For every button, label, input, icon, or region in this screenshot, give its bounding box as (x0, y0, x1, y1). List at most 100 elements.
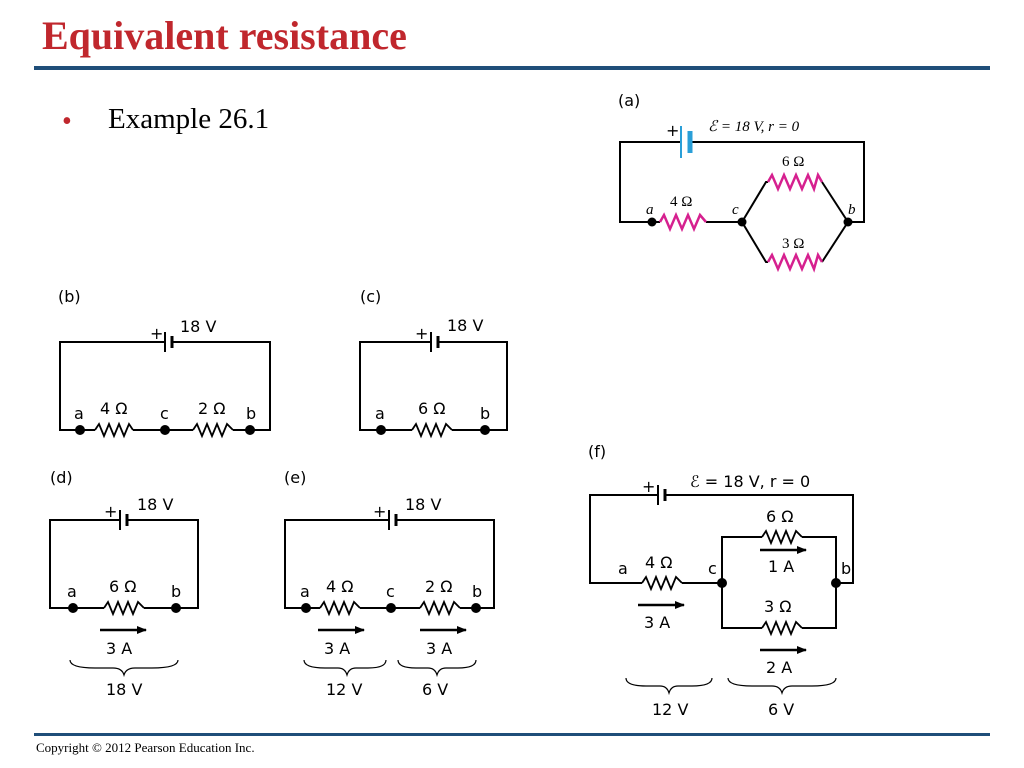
panel-f-node-a: a (618, 559, 628, 578)
panel-a-resistor-3ohm (766, 251, 824, 273)
panel-d-emf: 18 V (137, 495, 173, 514)
title-rule (34, 66, 990, 70)
panel-b-node-c-dot (160, 425, 170, 435)
panel-b-tag: (b) (58, 287, 81, 306)
panel-d-node-a-dot (68, 603, 78, 613)
panel-f-current-main: 3 A (644, 613, 670, 632)
panel-e-node-c: c (386, 582, 395, 601)
panel-b-node-b: b (246, 404, 256, 423)
panel-e-emf: 18 V (405, 495, 441, 514)
panel-b-plus: + (150, 324, 163, 343)
panel-e-voltage-1: 12 V (326, 680, 362, 699)
panel-c-tag: (c) (360, 287, 381, 306)
panel-b-resistor-4ohm (94, 421, 134, 439)
panel-a-resistor-4ohm (658, 211, 707, 233)
panel-f-node-b: b (841, 559, 851, 578)
panel-a-node-b: b (848, 202, 856, 218)
panel-f-wires (589, 494, 854, 629)
bullet-marker: • (62, 106, 72, 137)
panel-e-brace-2 (397, 659, 477, 678)
panel-f-emf: ℰ = 18 V, r = 0 (690, 472, 810, 491)
panel-f-voltage-1: 12 V (652, 700, 688, 719)
panel-d-node-b: b (171, 582, 181, 601)
panel-a-node-a: a (646, 202, 654, 218)
panel-f-node-b-dot (831, 578, 841, 588)
panel-c-plus: + (415, 324, 428, 343)
panel-e-current-2: 3 A (426, 639, 452, 658)
panel-c-node-a: a (375, 404, 385, 423)
footer-rule (34, 733, 990, 736)
panel-f-r2-label: 6 Ω (766, 507, 794, 526)
bullet-text: Example 26.1 (108, 103, 270, 135)
panel-b-emf: 18 V (180, 317, 216, 336)
panel-d-tag: (d) (50, 468, 73, 487)
panel-b-node-a-dot (75, 425, 85, 435)
circuit-panel-b: (b) + 18 V a 4 Ω c 2 Ω b (58, 287, 271, 439)
panel-a-r1-label: 4 Ω (670, 194, 692, 210)
panel-f-brace-1 (625, 677, 713, 696)
panel-a-node-c-dot (737, 217, 747, 227)
panel-f-voltage-2: 6 V (768, 700, 794, 719)
panel-d-node-a: a (67, 582, 77, 601)
panel-e-current-1: 3 A (324, 639, 350, 658)
panel-d-brace (69, 659, 179, 678)
panel-a-plus: + (666, 121, 679, 140)
panel-a-resistor-6ohm (766, 171, 824, 193)
panel-e-node-a-dot (301, 603, 311, 613)
panel-c-r-label: 6 Ω (418, 399, 446, 418)
panel-e-tag: (e) (284, 468, 306, 487)
panel-d-wires (49, 519, 199, 609)
panel-c-emf: 18 V (447, 316, 483, 335)
panel-b-node-b-dot (245, 425, 255, 435)
panel-b-node-c: c (160, 404, 169, 423)
panel-c-wires (359, 341, 508, 431)
slide-title: Equivalent resistance (42, 13, 407, 58)
panel-d-voltage: 18 V (106, 680, 142, 699)
panel-f-brace-2 (727, 677, 837, 696)
panel-f-r3-label: 3 Ω (764, 597, 792, 616)
panel-c-node-b: b (480, 404, 490, 423)
panel-e-node-c-dot (386, 603, 396, 613)
panel-a-battery (680, 126, 693, 158)
panel-f-tag: (f) (588, 442, 606, 461)
panel-e-node-b-dot (471, 603, 481, 613)
panel-b-node-a: a (74, 404, 84, 423)
panel-f-resistor-3ohm (761, 619, 803, 637)
panel-b-r2-label: 2 Ω (198, 399, 226, 418)
panel-a-tag: (a) (618, 91, 640, 110)
panel-a-r3-label: 3 Ω (782, 236, 804, 252)
panel-f-node-c-dot (717, 578, 727, 588)
panel-f-node-c: c (708, 559, 717, 578)
panel-d-plus: + (104, 502, 117, 521)
panel-a-node-a-dot (647, 217, 657, 227)
panel-d-node-b-dot (171, 603, 181, 613)
panel-f-plus: + (642, 477, 655, 496)
panel-e-voltage-2: 6 V (422, 680, 448, 699)
panel-b-resistor-2ohm (192, 421, 234, 439)
panel-b-r1-label: 4 Ω (100, 399, 128, 418)
copyright-footer: Copyright © 2012 Pearson Education Inc. (36, 740, 255, 755)
panel-a-node-c: c (732, 202, 739, 218)
panel-c-node-a-dot (376, 425, 386, 435)
panel-d-r-label: 6 Ω (109, 577, 137, 596)
panel-a-emf: ℰ = 18 V, r = 0 (708, 119, 800, 135)
panel-e-resistor-4ohm (319, 599, 361, 617)
panel-e-r1-label: 4 Ω (326, 577, 354, 596)
circuit-panel-c: (c) + 18 V a 6 Ω b (359, 287, 508, 439)
panel-e-brace-1 (303, 659, 387, 678)
panel-f-current-top: 1 A (768, 557, 794, 576)
panel-a-wires (619, 141, 865, 263)
circuit-panel-f: (f) + ℰ = 18 V, r = 0 a 4 Ω c b 6 Ω 3 Ω … (588, 442, 854, 719)
circuit-panel-e: (e) + 18 V a 4 Ω c 2 Ω b 3 A 3 A 12 V 6 … (284, 468, 495, 699)
panel-e-r2-label: 2 Ω (425, 577, 453, 596)
panel-e-resistor-2ohm (419, 599, 461, 617)
panel-f-current-bottom: 2 A (766, 658, 792, 677)
panel-d-resistor-6ohm (103, 599, 145, 617)
panel-f-resistor-6ohm (761, 528, 803, 546)
panel-f-r1-label: 4 Ω (645, 553, 673, 572)
panel-c-resistor-6ohm (411, 421, 453, 439)
circuit-panel-a: (a) + ℰ = 18 V, r = 0 a 4 Ω c b 6 Ω 3 Ω (618, 91, 865, 273)
panel-d-current: 3 A (106, 639, 132, 658)
panel-c-node-b-dot (480, 425, 490, 435)
